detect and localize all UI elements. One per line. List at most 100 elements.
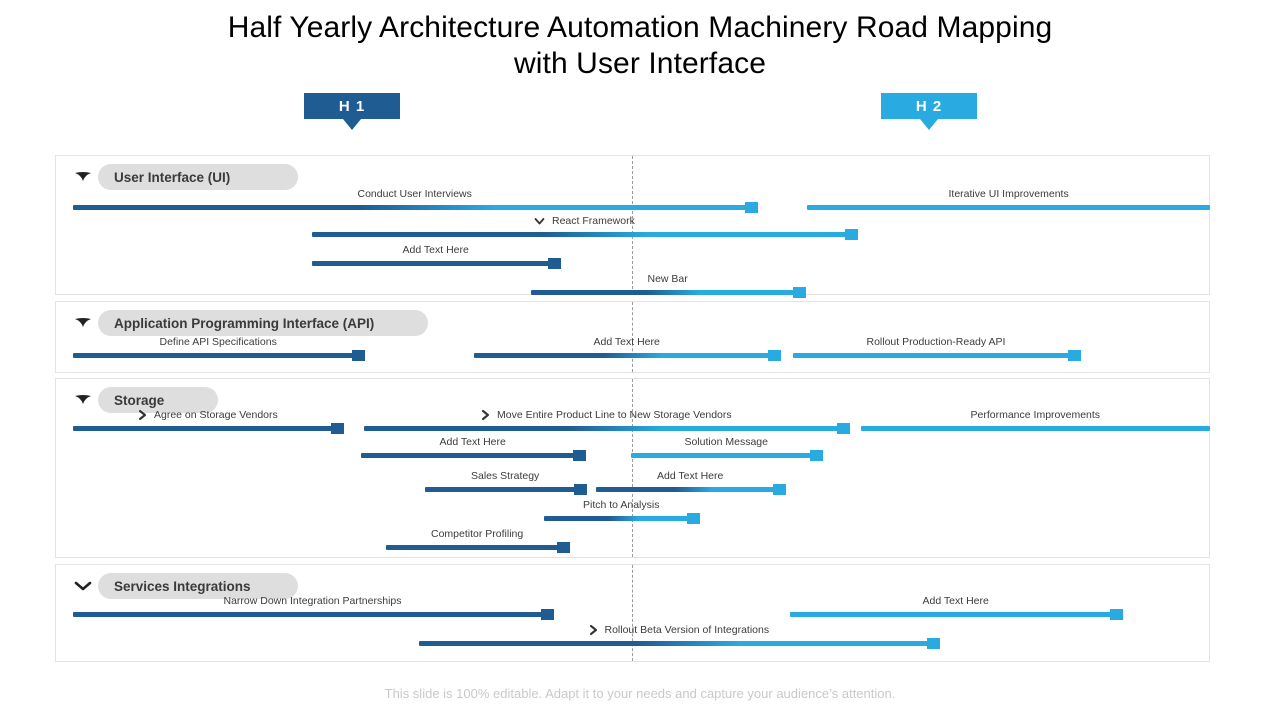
task-bar[interactable] xyxy=(544,516,698,521)
chevron-right-icon[interactable] xyxy=(480,409,491,421)
task-bar[interactable] xyxy=(531,290,804,295)
task-label-text: Rollout Production-Ready API xyxy=(866,336,1006,348)
task-row[interactable]: Add Text Here xyxy=(790,593,1123,620)
section-header[interactable]: Application Programming Interface (API) xyxy=(72,310,428,336)
task-bar[interactable] xyxy=(793,353,1079,358)
task-label-text: Performance Improvements xyxy=(970,409,1101,421)
caret-down-icon[interactable] xyxy=(72,166,94,188)
task-label: Iterative UI Improvements xyxy=(949,188,1069,200)
task-row[interactable]: Rollout Beta Version of Integrations xyxy=(419,622,940,649)
task-bar[interactable] xyxy=(631,453,821,458)
task-row[interactable]: Define API Specifications xyxy=(73,334,365,361)
half-divider-line xyxy=(632,565,633,661)
task-row[interactable]: New Bar xyxy=(531,271,806,298)
task-end-marker[interactable] xyxy=(837,423,850,434)
task-label-text: Iterative UI Improvements xyxy=(948,188,1069,200)
task-end-marker[interactable] xyxy=(352,350,365,361)
task-label-text: Solution Message xyxy=(684,436,768,448)
task-bar[interactable] xyxy=(361,453,584,458)
task-row[interactable]: Performance Improvements xyxy=(861,407,1210,431)
task-end-marker[interactable] xyxy=(548,258,561,269)
task-label-text: React Framework xyxy=(552,215,635,227)
section-header[interactable]: Services Integrations xyxy=(72,573,298,599)
task-label: Pitch to Analysis xyxy=(583,499,659,511)
task-row[interactable]: Conduct User Interviews xyxy=(73,186,758,213)
task-bar[interactable] xyxy=(419,641,938,646)
task-row[interactable]: Agree on Storage Vendors xyxy=(73,407,344,434)
task-end-marker[interactable] xyxy=(793,287,806,298)
task-row[interactable]: Add Text Here xyxy=(361,434,586,461)
task-end-marker[interactable] xyxy=(687,513,700,524)
chevron-down-icon[interactable] xyxy=(533,215,546,227)
section-title: User Interface (UI) xyxy=(98,164,298,190)
task-bar[interactable] xyxy=(73,205,756,210)
task-bar[interactable] xyxy=(790,612,1121,617)
task-row[interactable]: Move Entire Product Line to New Storage … xyxy=(364,407,850,434)
task-label-text: Add Text Here xyxy=(657,470,724,482)
task-end-marker[interactable] xyxy=(541,609,554,620)
caret-down-icon[interactable] xyxy=(72,312,94,334)
task-label: Add Text Here xyxy=(403,244,469,256)
section-title: Storage xyxy=(98,387,218,413)
task-label-text: Agree on Storage Vendors xyxy=(154,409,278,421)
task-end-marker[interactable] xyxy=(745,202,758,213)
task-bar[interactable] xyxy=(312,261,559,266)
half-banner-h1[interactable]: H 1 xyxy=(304,93,400,130)
task-bar[interactable] xyxy=(596,487,784,492)
task-label: Add Text Here xyxy=(923,595,989,607)
task-bar[interactable] xyxy=(312,232,856,237)
section-title: Application Programming Interface (API) xyxy=(98,310,428,336)
task-row[interactable]: Narrow Down Integration Partnerships xyxy=(73,593,554,620)
task-end-marker[interactable] xyxy=(773,484,786,495)
task-label-text: New Bar xyxy=(647,273,688,285)
task-label-text: Competitor Profiling xyxy=(431,528,524,540)
task-label-text: Pitch to Analysis xyxy=(583,499,660,511)
banner-pointer-icon xyxy=(920,119,938,130)
task-bar[interactable] xyxy=(73,612,552,617)
chevron-right-icon[interactable] xyxy=(137,409,148,421)
task-end-marker[interactable] xyxy=(1068,350,1081,361)
task-row[interactable]: Add Text Here xyxy=(596,468,786,495)
task-row[interactable]: Add Text Here xyxy=(312,242,561,269)
task-end-marker[interactable] xyxy=(573,450,586,461)
section-header[interactable]: Storage xyxy=(72,387,218,413)
task-bar[interactable] xyxy=(73,353,363,358)
task-bar[interactable] xyxy=(861,426,1210,431)
task-end-marker[interactable] xyxy=(810,450,823,461)
title-line-2: with User Interface xyxy=(514,47,766,80)
task-bar[interactable] xyxy=(73,426,342,431)
task-end-marker[interactable] xyxy=(768,350,781,361)
task-row[interactable]: Solution Message xyxy=(631,434,823,461)
task-end-marker[interactable] xyxy=(845,229,858,240)
half-divider-line xyxy=(632,379,633,557)
task-end-marker[interactable] xyxy=(927,638,940,649)
task-bar[interactable] xyxy=(386,545,568,550)
task-row[interactable]: Sales Strategy xyxy=(425,468,587,495)
task-end-marker[interactable] xyxy=(1110,609,1123,620)
task-bar[interactable] xyxy=(425,487,585,492)
task-end-marker[interactable] xyxy=(331,423,344,434)
task-row[interactable]: Rollout Production-Ready API xyxy=(793,334,1081,361)
task-label: Define API Specifications xyxy=(160,336,277,348)
chevron-right-icon[interactable] xyxy=(588,624,599,636)
half-banner-h2[interactable]: H 2 xyxy=(881,93,977,130)
task-label: React Framework xyxy=(533,215,635,227)
task-row[interactable]: Iterative UI Improvements xyxy=(807,186,1210,210)
task-bar[interactable] xyxy=(807,205,1210,210)
section-panel-user-interface: User Interface (UI)Conduct User Intervie… xyxy=(55,155,1210,298)
task-label: Agree on Storage Vendors xyxy=(137,409,278,421)
task-bar[interactable] xyxy=(364,426,848,431)
task-row[interactable]: Pitch to Analysis xyxy=(544,497,700,524)
caret-down-icon[interactable] xyxy=(72,389,94,411)
task-row[interactable]: Add Text Here xyxy=(474,334,781,361)
task-row[interactable]: Competitor Profiling xyxy=(386,526,570,553)
chevron-down-icon[interactable] xyxy=(72,575,94,597)
task-label-text: Narrow Down Integration Partnerships xyxy=(223,595,402,607)
section-header[interactable]: User Interface (UI) xyxy=(72,164,298,190)
task-end-marker[interactable] xyxy=(557,542,570,553)
task-end-marker[interactable] xyxy=(574,484,587,495)
half-divider-line xyxy=(632,156,633,294)
task-bar[interactable] xyxy=(474,353,779,358)
task-row[interactable]: React Framework xyxy=(312,213,858,240)
